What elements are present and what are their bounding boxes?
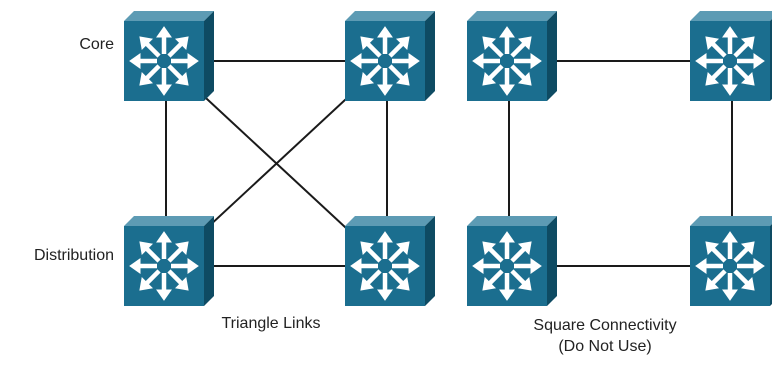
core-layer-label: Core [79, 36, 114, 53]
multilayer-switch-icon-triangle-dist-left [124, 216, 214, 306]
multilayer-switch-icon-square-core-right [690, 11, 772, 101]
switch-layer [124, 11, 772, 306]
multilayer-switch-icon-triangle-core-left [124, 11, 214, 101]
links-layer [165, 60, 733, 267]
square-caption-line1: Square Connectivity [533, 317, 677, 334]
multilayer-switch-icon-square-dist-left [467, 216, 557, 306]
multilayer-switch-icon-triangle-dist-right [345, 216, 435, 306]
multilayer-switch-icon-triangle-core-right [345, 11, 435, 101]
square-connectivity-caption: Square Connectivity (Do Not Use) [505, 315, 705, 357]
square-caption-line2: (Do Not Use) [558, 338, 652, 355]
multilayer-switch-icon-square-dist-right [690, 216, 772, 306]
distribution-layer-label: Distribution [33, 247, 114, 264]
triangle-links-caption: Triangle Links [221, 315, 321, 332]
multilayer-switch-icon-square-core-left [467, 11, 557, 101]
